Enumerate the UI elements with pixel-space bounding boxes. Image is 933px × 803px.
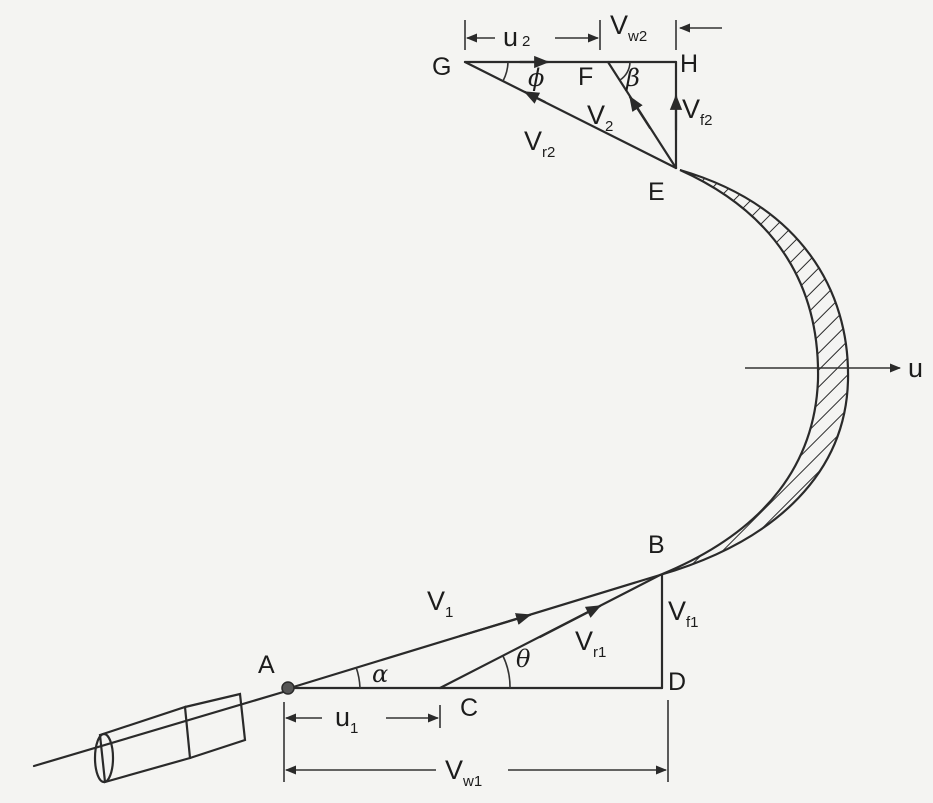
vr2-arrow (523, 90, 547, 104)
v1-label: V1 (427, 586, 453, 621)
point-f-label: F (578, 63, 593, 91)
theta-arc (502, 655, 511, 689)
outlet-velocity-triangle (463, 55, 683, 170)
inlet-velocity-triangle (281, 573, 664, 695)
vw1-label: Vw1 (445, 755, 482, 790)
angle-theta-label: θ (516, 645, 531, 673)
point-a-label: A (258, 651, 275, 679)
angle-phi-label: ϕ (528, 64, 544, 92)
vane-hatched-body (659, 168, 850, 577)
v2-arrow (628, 95, 652, 130)
point-d-label: D (668, 668, 686, 696)
angle-alpha-label: α (372, 660, 388, 688)
u1-label: u1 (335, 702, 358, 737)
vr1-label: Vr1 (575, 626, 606, 661)
point-b-label: B (648, 531, 665, 559)
angle-beta-label: β (625, 64, 640, 92)
jet-axis-line (32, 688, 292, 768)
beta-arc (619, 61, 631, 81)
point-a-dot (281, 681, 295, 695)
point-e-label: E (648, 178, 665, 206)
vane (659, 168, 850, 577)
point-g-label: G (432, 53, 451, 81)
vr2-line (463, 60, 678, 170)
vr1-arrow (538, 604, 602, 639)
point-h-label: H (680, 50, 698, 78)
vr2-label: Vr2 (524, 126, 555, 161)
vf1-label: Vf1 (668, 596, 699, 631)
blade-velocity-label: u (908, 353, 923, 383)
outlet-dimensions (464, 20, 722, 50)
inlet-dimensions (283, 700, 669, 782)
nozzle-end-cap (93, 732, 115, 784)
vf2-label: Vf2 (682, 94, 713, 129)
nozzle (32, 688, 292, 784)
point-c-label: C (460, 694, 478, 722)
nozzle-tip (183, 692, 247, 760)
alpha-arc (355, 666, 361, 689)
v2-label: V2 (587, 100, 613, 135)
nozzle-body (98, 705, 192, 784)
phi-arc (502, 61, 509, 82)
v1-arrow (458, 613, 532, 638)
vw2-label: Vw2 (610, 10, 647, 45)
